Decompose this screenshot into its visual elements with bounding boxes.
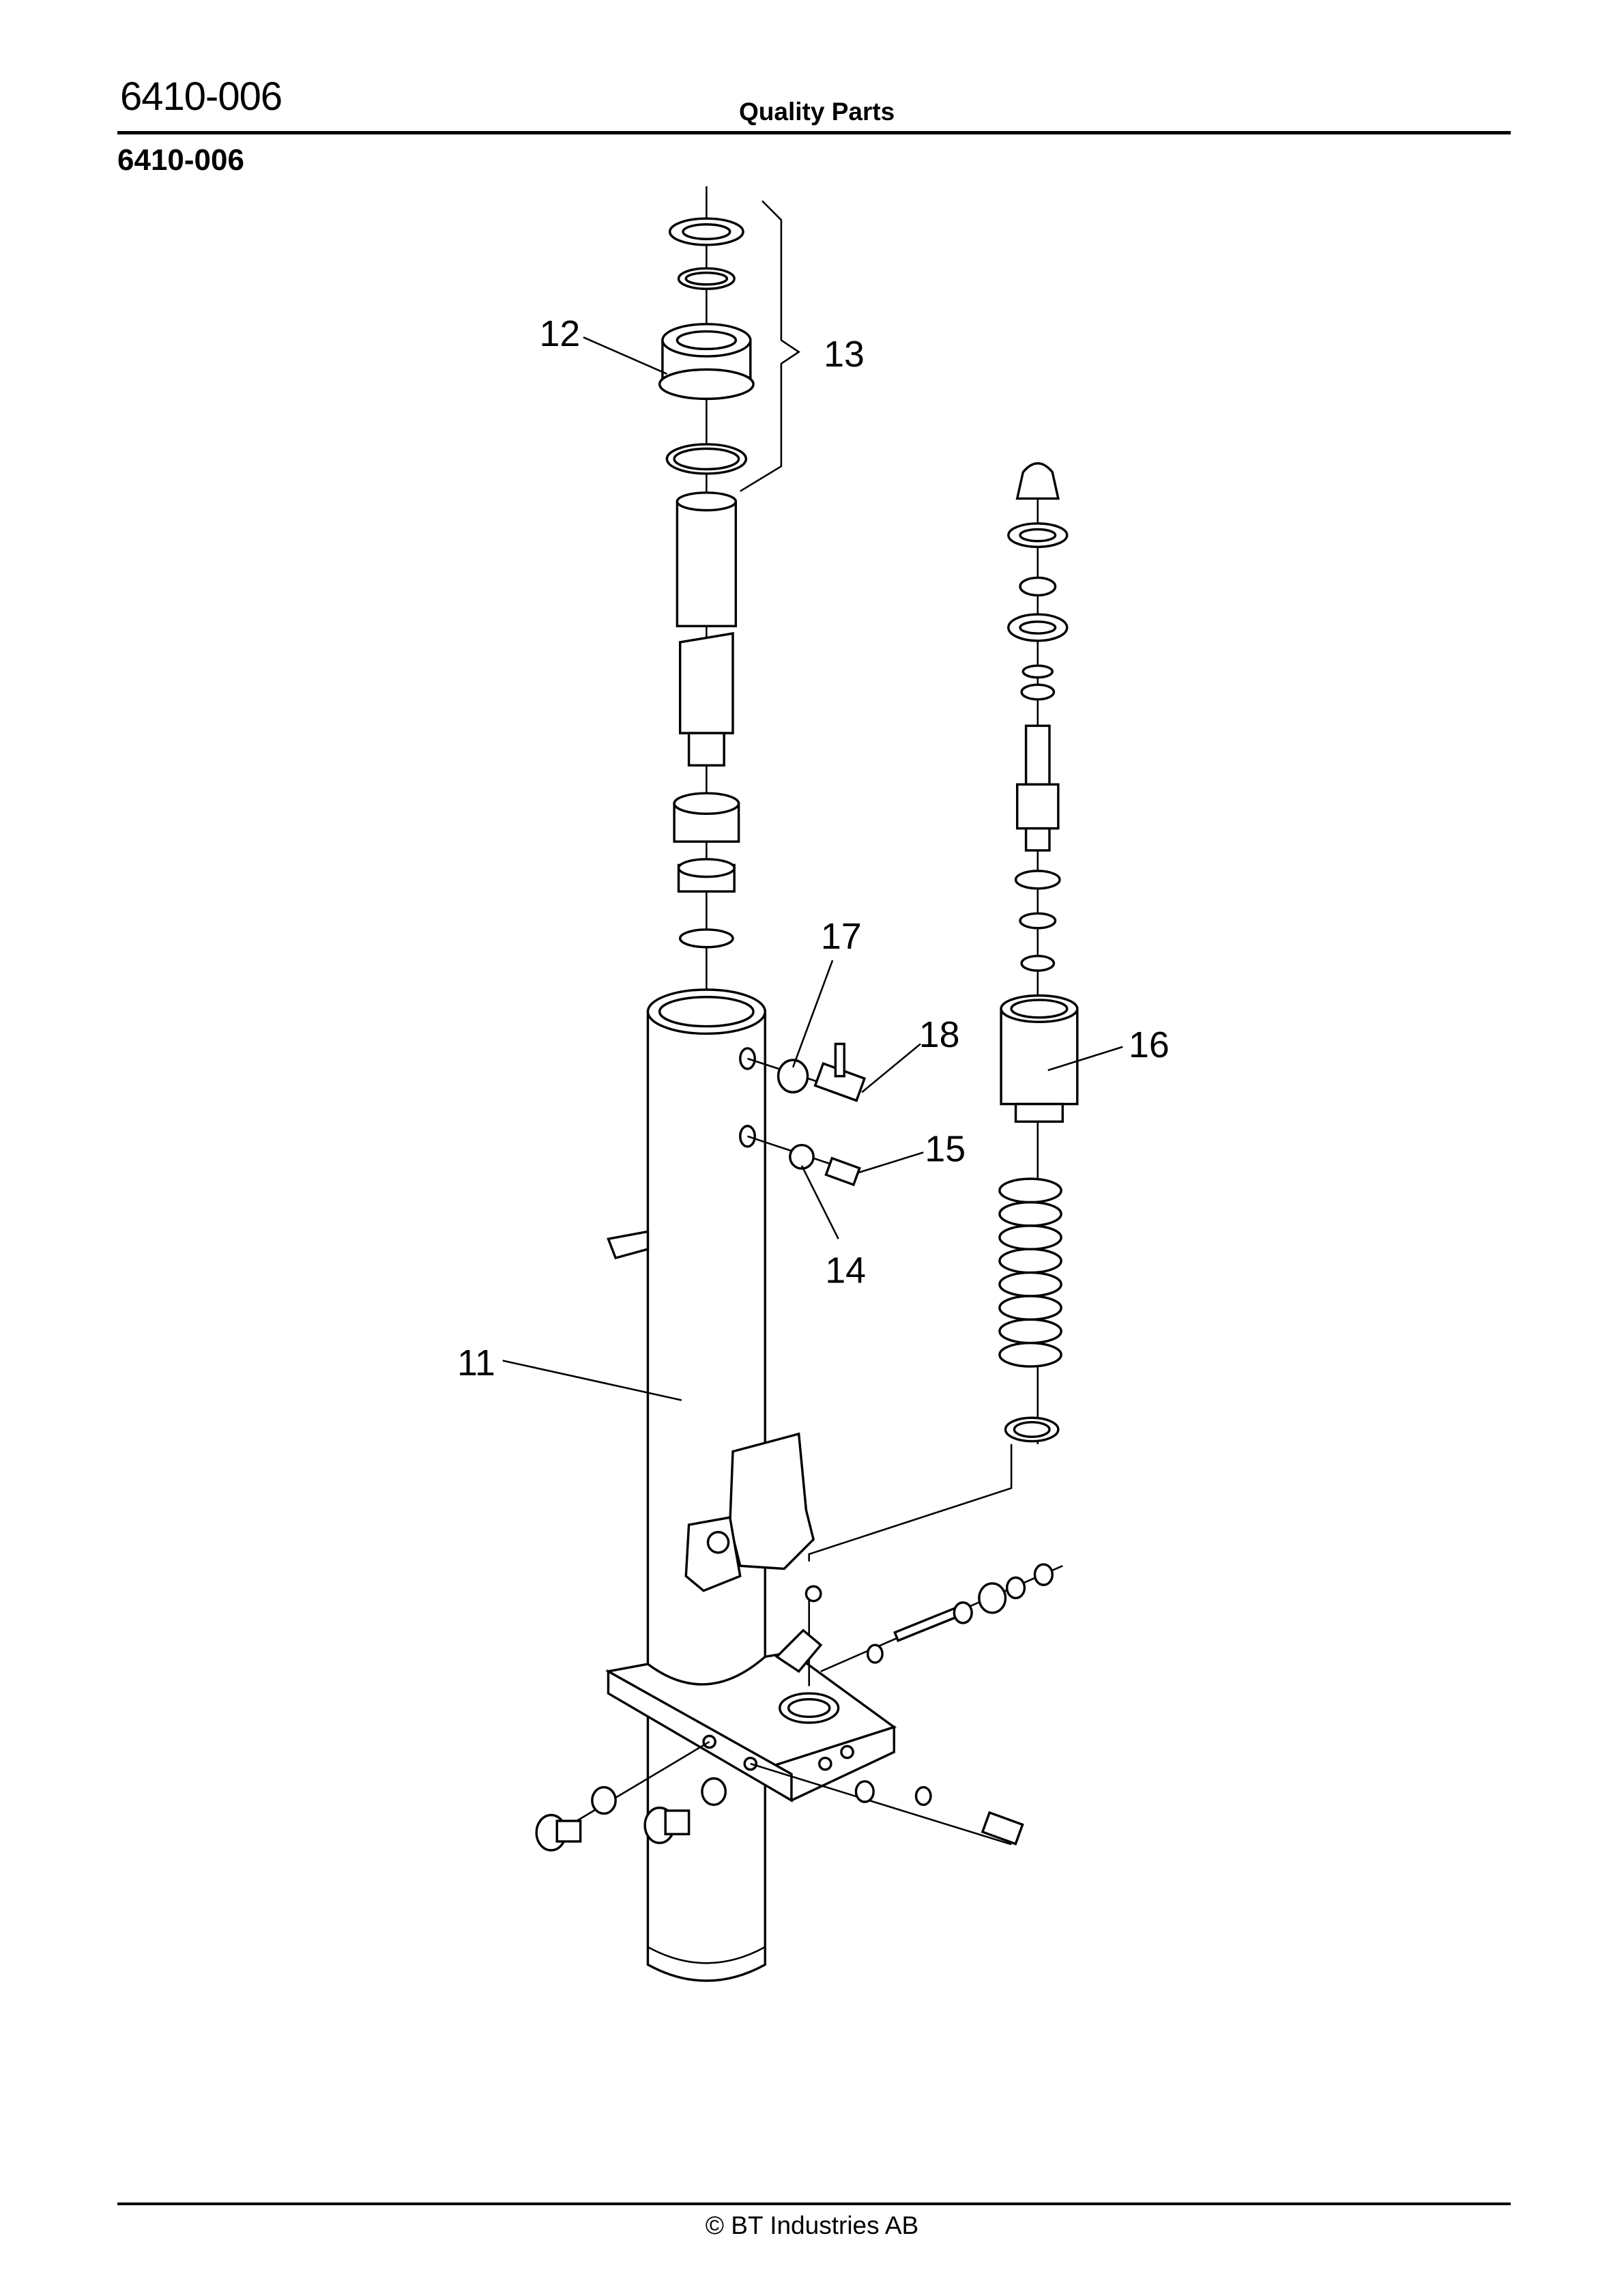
fittings: [535, 1444, 1063, 1852]
bushings: [673, 792, 740, 949]
valve-stack: [1000, 462, 1079, 1123]
footer-divider: [117, 2202, 1511, 2205]
callout-17: 17: [821, 916, 862, 957]
header-title: Quality Parts: [739, 98, 895, 126]
callout-11: 11: [457, 1343, 495, 1383]
document-code: 6410-006: [120, 74, 282, 119]
upper-seal-stack: [658, 217, 755, 475]
lever-bracket: [684, 1432, 815, 1592]
footer-copyright: © BT Industries AB: [705, 2211, 919, 2239]
callout-18: 18: [919, 1014, 960, 1055]
piston-rod: [676, 491, 738, 767]
callout-15: 15: [925, 1128, 966, 1169]
callout-12: 12: [539, 313, 580, 354]
callout-14: 14: [825, 1250, 866, 1291]
callout-13: 13: [824, 334, 865, 375]
spring: [998, 1177, 1062, 1443]
section-code: 6410-006: [117, 143, 244, 177]
header-divider: [117, 131, 1511, 134]
base-plate: [605, 1651, 897, 1803]
callout-16: 16: [1129, 1024, 1170, 1065]
port-parts: [739, 1042, 867, 1187]
